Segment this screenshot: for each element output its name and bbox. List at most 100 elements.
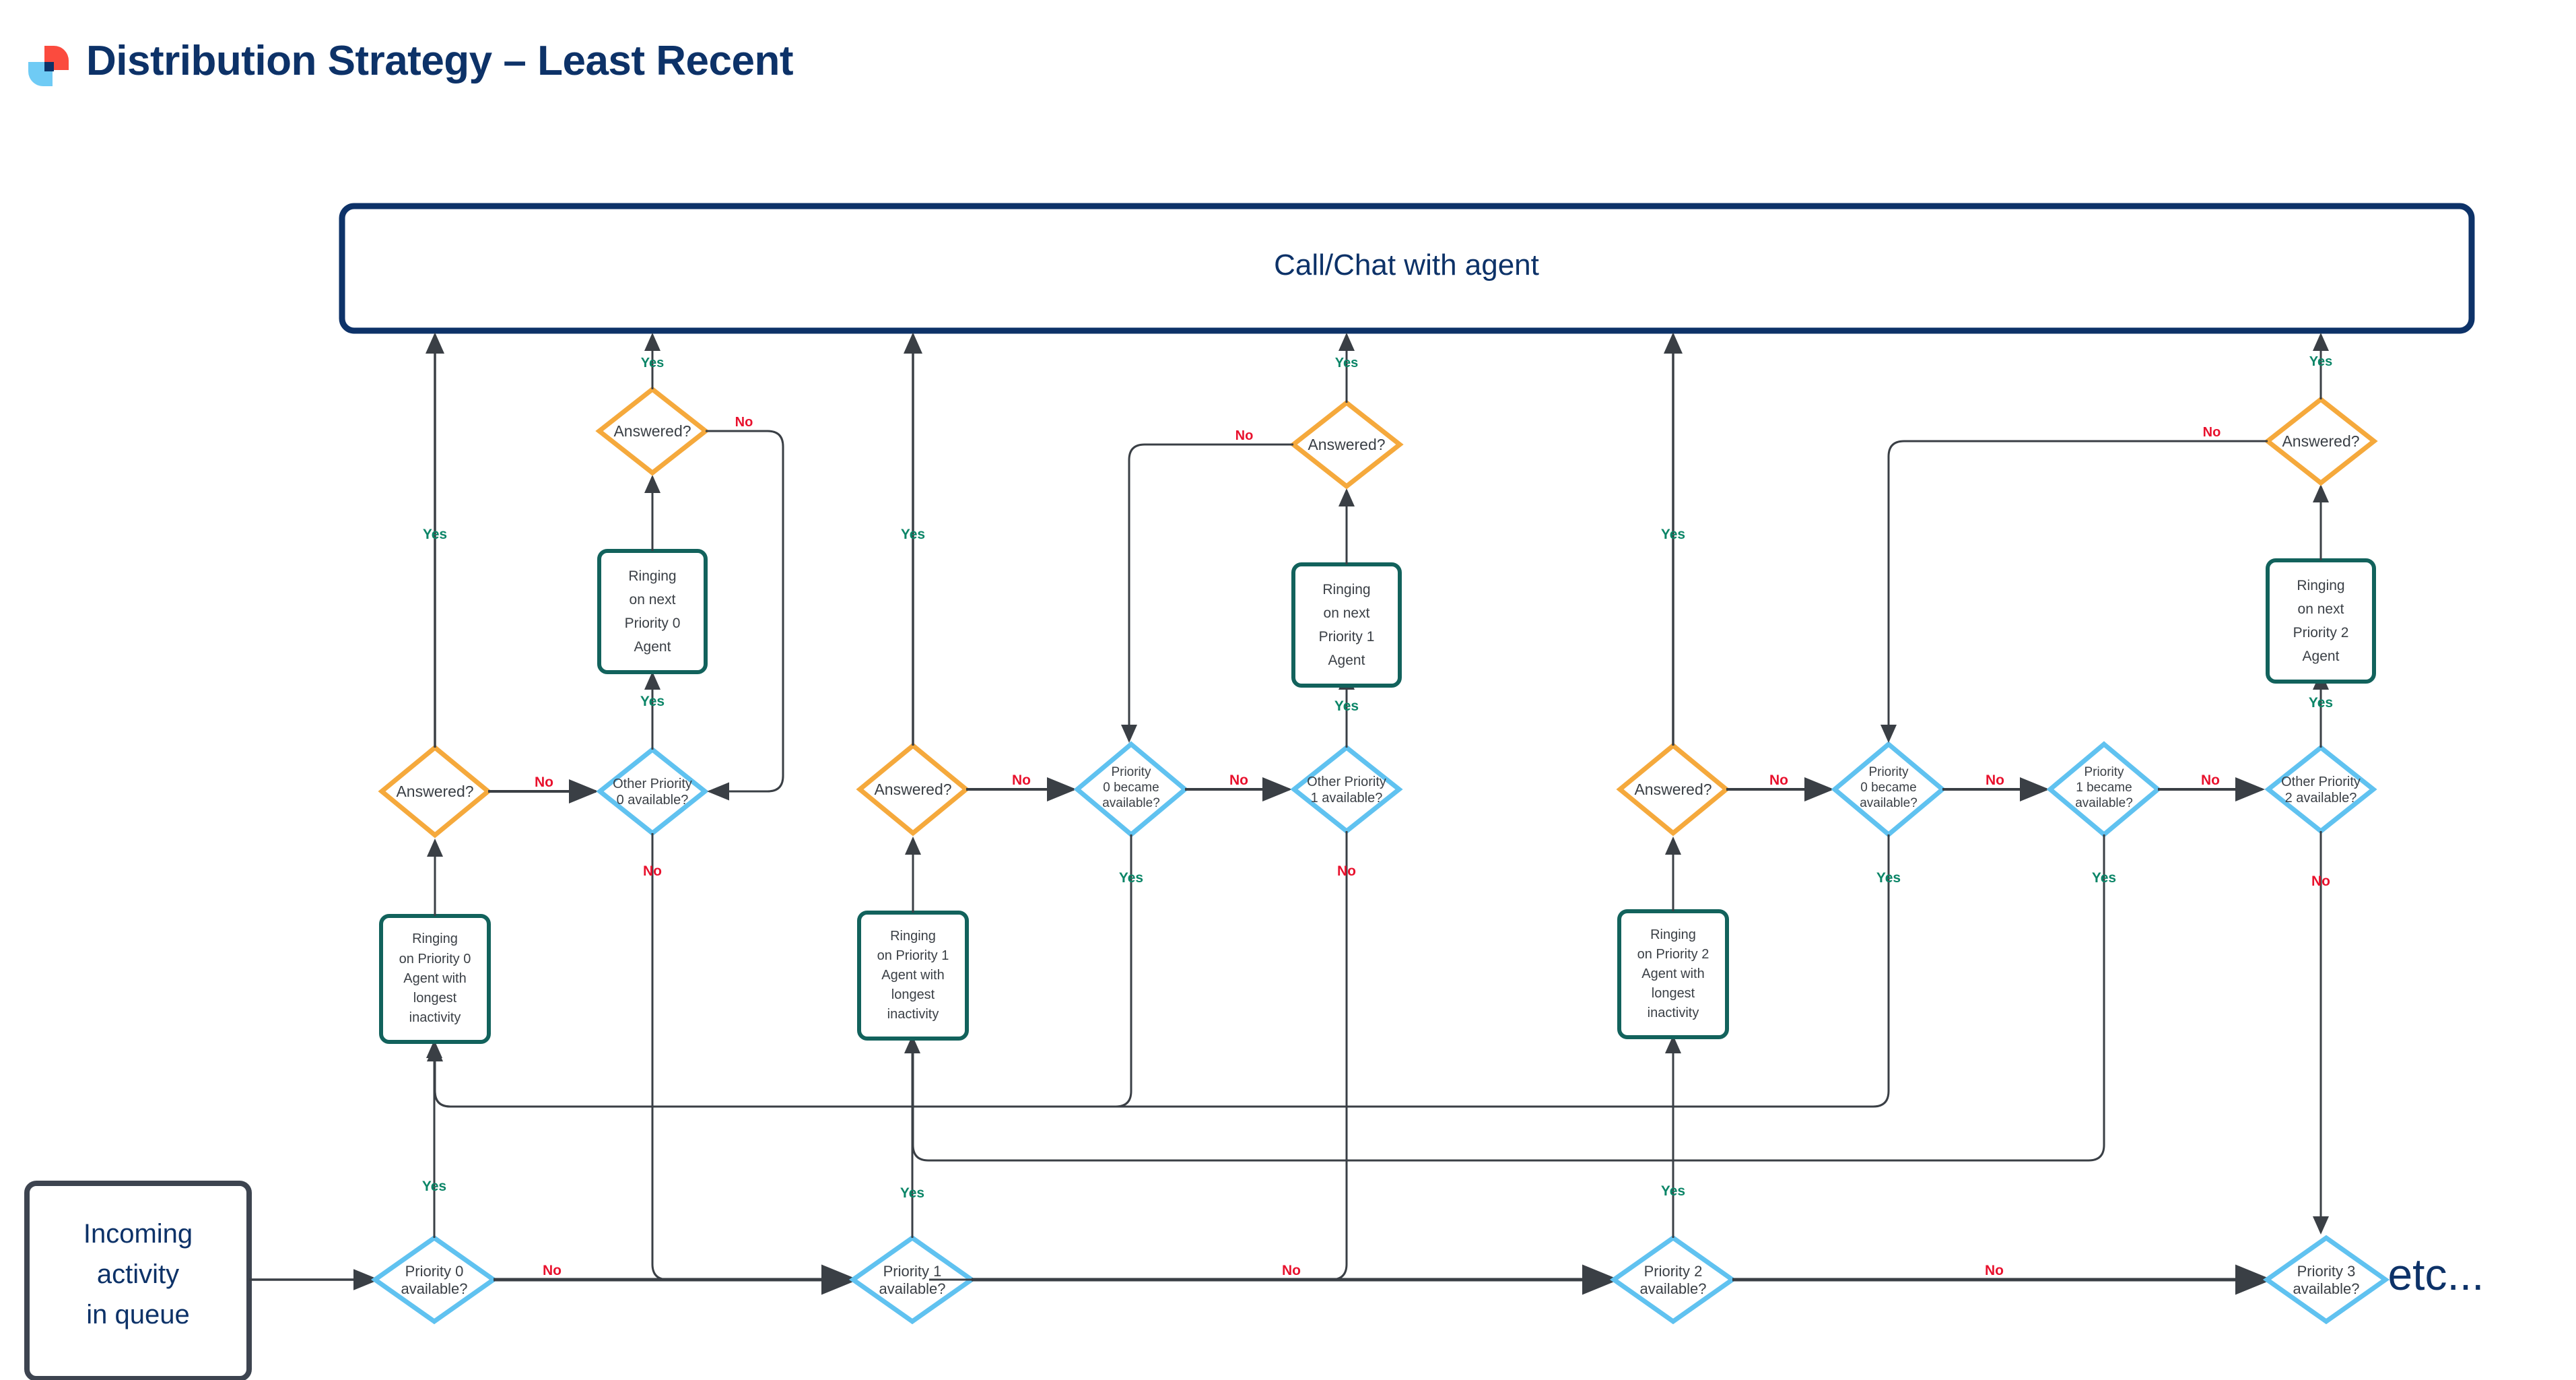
- label-answered0-no: No: [535, 775, 553, 790]
- edge-became0c1-yes: [427, 834, 1132, 1108]
- p3-avail-l2: available?: [2293, 1280, 2359, 1297]
- edge-op1-no: [929, 831, 1348, 1281]
- ba0c1-l3: available?: [1102, 796, 1160, 810]
- node-answered-top-1: Answered?: [1289, 399, 1404, 490]
- rl1-l2: on Priority 1: [877, 948, 949, 963]
- etc-label: etc...: [2387, 1249, 2484, 1299]
- ba0c1-l1: Priority: [1111, 765, 1151, 779]
- edge-answered-top0-no: [706, 430, 784, 801]
- node-ringing-longest-2: Ringing on Priority 2 Agent with longest…: [1617, 909, 1729, 1039]
- node-priority-3-available: Priority 3 available?: [2262, 1235, 2390, 1325]
- node-answered-2: Answered?: [1616, 742, 1730, 836]
- p1-avail-l2: available?: [879, 1280, 945, 1297]
- node-answered-top-0: Answered?: [595, 386, 710, 476]
- op2-l2: 2 available?: [2285, 791, 2357, 806]
- label-answered2-yes: Yes: [1661, 527, 1685, 542]
- page-title: Distribution Strategy – Least Recent: [86, 38, 794, 84]
- op2-l1: Other Priority: [2281, 775, 2361, 789]
- ba0c2-l3: available?: [1860, 796, 1918, 810]
- rn1-l4: Agent: [1328, 653, 1365, 668]
- rl1-l3: Agent with: [881, 968, 944, 983]
- node-other-priority-0-available: Other Priority 0 available?: [596, 746, 709, 836]
- answered-top2-label: Answered?: [2282, 432, 2359, 450]
- node-ringing-next-1: Ringing on next Priority 1 Agent: [1291, 562, 1402, 688]
- label-became1c2-yes: Yes: [2092, 870, 2116, 886]
- label-op0-no: No: [643, 863, 662, 879]
- rn2-l1: Ringing: [2297, 578, 2344, 593]
- node-ringing-next-2: Ringing on next Priority 2 Agent: [2266, 558, 2376, 684]
- brand-logo-icon: [28, 46, 69, 86]
- label-p1-no: No: [1282, 1263, 1301, 1278]
- op0-l1: Other Priority: [613, 777, 692, 791]
- rl2-l3: Agent with: [1641, 966, 1704, 981]
- label-answered1-yes: Yes: [901, 527, 925, 542]
- answered1-label: Answered?: [874, 781, 951, 798]
- node-answered-1: Answered?: [856, 742, 970, 836]
- page-header: Distribution Strategy – Least Recent: [0, 0, 2576, 145]
- rl2-l2: on Priority 2: [1637, 947, 1709, 962]
- label-p2-no: No: [1985, 1263, 2004, 1278]
- node-ringing-longest-0: Ringing on Priority 0 Agent with longest…: [379, 914, 491, 1044]
- label-answered2-no: No: [1769, 773, 1788, 788]
- rn0-l2: on next: [630, 592, 676, 607]
- node-call-chat-with-agent: Call/Chat with agent: [339, 203, 2475, 334]
- ba1c2-l1: Priority: [2084, 765, 2124, 779]
- label-answered0-yes: Yes: [423, 527, 447, 542]
- ba0c1-l2: 0 became: [1103, 781, 1159, 795]
- label-became0c2-no: No: [1986, 773, 2004, 788]
- p0-avail-l2: available?: [401, 1280, 467, 1297]
- label-became0c1-no: No: [1229, 773, 1248, 788]
- op1-l2: 1 available?: [1311, 791, 1383, 806]
- rl1-l1: Ringing: [890, 929, 936, 944]
- label-became0c2-yes: Yes: [1876, 870, 1901, 886]
- edge-answered-top2-no: [1880, 440, 2268, 743]
- incoming-line-3: in queue: [86, 1300, 189, 1329]
- node-answered-0: Answered?: [378, 744, 492, 839]
- rl0-l4: longest: [413, 991, 457, 1006]
- incoming-line-1: Incoming: [83, 1219, 193, 1249]
- node-priority-0-available: Priority 0 available?: [370, 1235, 498, 1325]
- rn1-l1: Ringing: [1322, 582, 1370, 597]
- op1-l1: Other Priority: [1307, 775, 1386, 789]
- p2-avail-l1: Priority 2: [1644, 1263, 1703, 1280]
- label-answered-top0-yes: Yes: [641, 356, 664, 370]
- rn1-l3: Priority 1: [1319, 629, 1375, 645]
- rl0-l1: Ringing: [412, 931, 458, 946]
- ba1c2-l3: available?: [2075, 796, 2133, 810]
- p2-avail-l2: available?: [1639, 1280, 1706, 1297]
- label-p0-no: No: [543, 1263, 562, 1278]
- node-other-priority-1-available: Other Priority 1 available?: [1290, 744, 1403, 834]
- label-answered-top1-no: No: [1235, 428, 1254, 443]
- label-op1-no: No: [1337, 863, 1356, 879]
- rn2-l3: Priority 2: [2293, 625, 2349, 640]
- rl0-l3: Agent with: [403, 971, 466, 986]
- node-ringing-next-0: Ringing on next Priority 0 Agent: [597, 549, 708, 674]
- edge-op0-no: [651, 833, 889, 1281]
- incoming-line-2: activity: [97, 1259, 179, 1289]
- answered-top0-label: Answered?: [613, 422, 691, 440]
- label-op2-yes: Yes: [2309, 695, 2333, 711]
- node-incoming-activity: Incoming activity in queue: [24, 1181, 252, 1380]
- label-op0-yes: Yes: [640, 694, 665, 709]
- label-op1-yes: Yes: [1334, 698, 1359, 714]
- label-answered-top2-yes: Yes: [2309, 354, 2332, 369]
- node-priority-0-became-available-c2: Priority 0 became available?: [1831, 741, 1946, 838]
- node-ringing-longest-1: Ringing on Priority 1 Agent with longest…: [857, 911, 969, 1041]
- label-answered1-no: No: [1012, 773, 1031, 788]
- rn2-l4: Agent: [2303, 649, 2340, 664]
- label-op2-no: No: [2311, 874, 2330, 889]
- rn2-l2: on next: [2298, 601, 2344, 617]
- label-became0c1-yes: Yes: [1119, 870, 1143, 886]
- answered2-label: Answered?: [1634, 781, 1711, 798]
- rl0-l5: inactivity: [409, 1010, 461, 1025]
- label-p2-yes: Yes: [1661, 1183, 1685, 1199]
- rn0-l4: Agent: [634, 639, 671, 655]
- rn0-l3: Priority 0: [625, 616, 681, 631]
- rl2-l1: Ringing: [1650, 927, 1696, 942]
- edge-answered-top1-no: [1121, 443, 1293, 743]
- label-p0-yes: Yes: [422, 1179, 446, 1194]
- rl0-l2: on Priority 0: [399, 952, 471, 966]
- label-p1-yes: Yes: [900, 1185, 924, 1201]
- p1-avail-l1: Priority 1: [883, 1263, 942, 1280]
